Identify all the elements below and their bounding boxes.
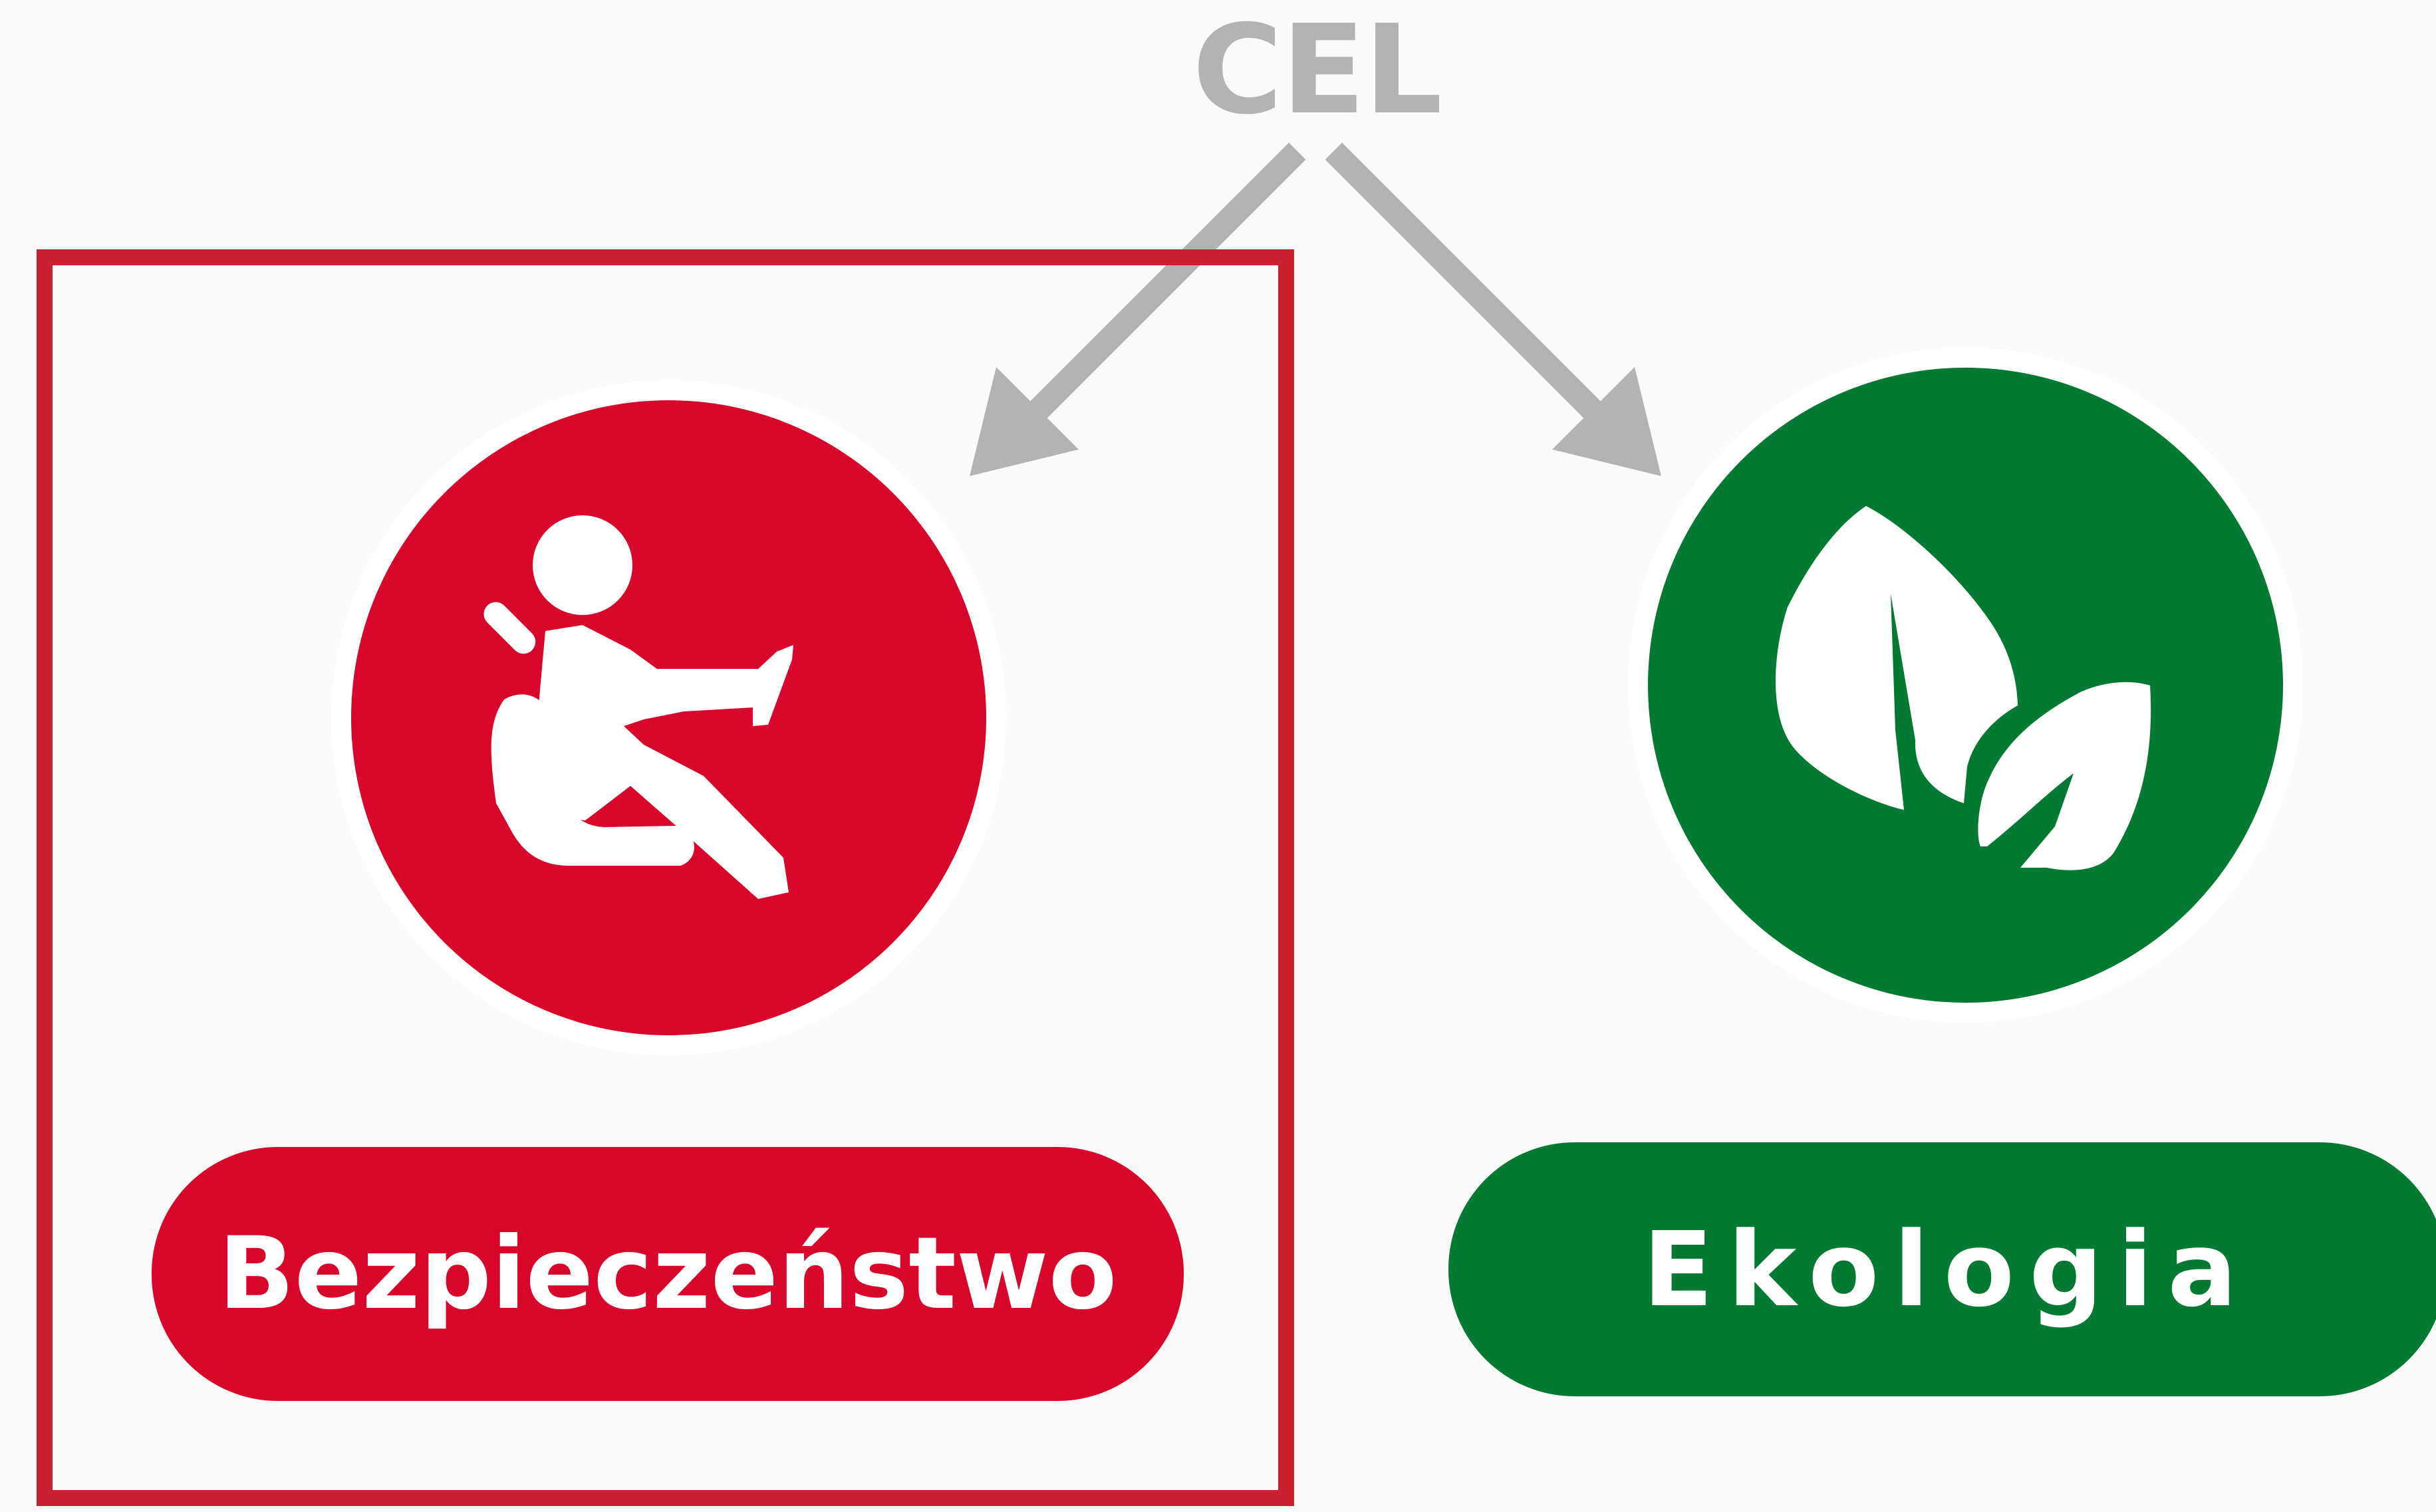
safety-node[interactable]: [351, 400, 986, 1035]
arrow-to-safety: [970, 142, 1306, 476]
car-seat-passenger-icon: [483, 515, 793, 899]
safety-label[interactable]: Bezpieczeństwo: [152, 1147, 1184, 1401]
ecology-label[interactable]: Ekologia: [1448, 1142, 2436, 1396]
arrow-to-ecology: [1325, 142, 1661, 476]
selected-branch-frame: [37, 249, 1294, 1506]
ecology-node[interactable]: [1648, 368, 2283, 1003]
goal-label: CEL: [1192, 0, 1442, 142]
leaves-icon: [1776, 506, 2151, 870]
